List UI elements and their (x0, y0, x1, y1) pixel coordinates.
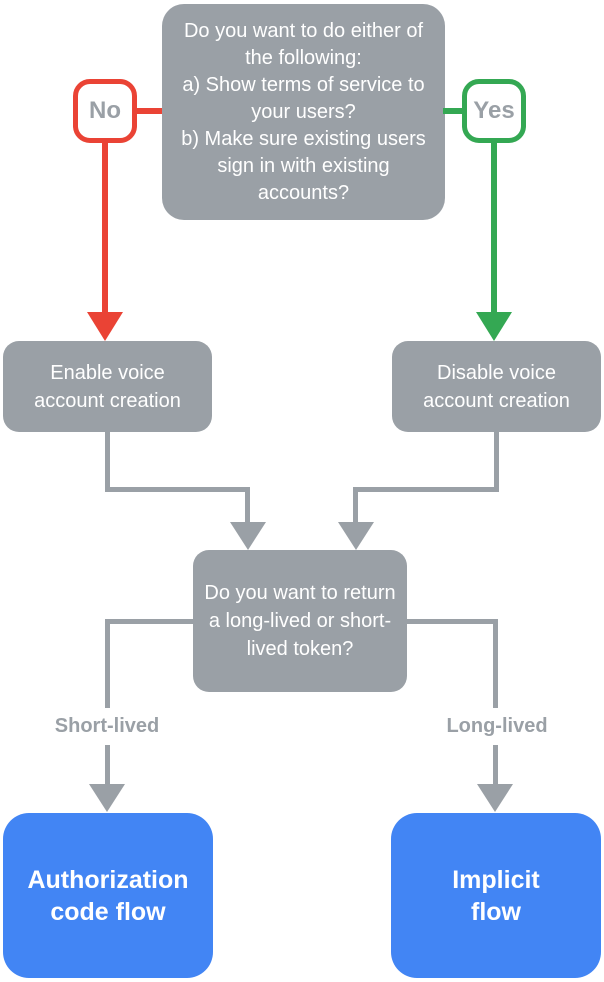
no-branch-horizontal-line (137, 108, 162, 114)
node-enable-voice-account-creation: Enable voice account creation (3, 341, 212, 432)
root-question-option-a: a) Show terms of service to your users? (182, 73, 425, 123)
short-lived-arrowhead (89, 784, 125, 812)
long-lived-horizontal-line (407, 619, 495, 624)
short-lived-vertical-line (105, 619, 110, 784)
root-question-option-b: b) Make sure existing users sign in with… (181, 127, 426, 204)
node-root-question: Do you want to do either of the followin… (162, 4, 445, 220)
auth-code-line-1: Authorization (27, 865, 189, 894)
yes-branch-horizontal-line (443, 108, 468, 114)
yes-badge: Yes (462, 79, 526, 143)
long-lived-vertical-line (493, 619, 498, 784)
enable-in-vertical-line (245, 487, 250, 524)
implicit-line-2: flow (471, 897, 521, 926)
enable-node-label: Enable voice account creation (34, 361, 181, 412)
root-question-intro: Do you want to do either of the followin… (183, 19, 424, 69)
yes-branch-arrowhead (476, 312, 512, 341)
enable-path-arrowhead (230, 522, 266, 550)
node-authorization-code-flow: Authorization code flow (3, 813, 213, 978)
token-question-label: Do you want to return a long-lived or sh… (204, 582, 396, 660)
node-implicit-flow: Implicit flow (391, 813, 601, 978)
short-lived-label-text: Short-lived (54, 715, 160, 737)
disable-in-vertical-line (353, 487, 358, 524)
no-branch-arrowhead (87, 312, 123, 341)
disable-node-label: Disable voice account creation (423, 361, 570, 412)
short-lived-label: Short-lived (22, 708, 192, 745)
no-badge: No (73, 79, 137, 143)
yes-branch-vertical-line (491, 143, 497, 312)
long-lived-label: Long-lived (412, 708, 582, 745)
node-disable-voice-account-creation: Disable voice account creation (392, 341, 601, 432)
disable-out-horizontal-line (353, 487, 499, 492)
long-lived-arrowhead (477, 784, 513, 812)
yes-badge-label: Yes (473, 97, 515, 124)
enable-out-vertical-line (105, 432, 110, 492)
auth-code-line-2: code flow (50, 897, 166, 926)
disable-out-vertical-line (494, 432, 499, 492)
node-token-question: Do you want to return a long-lived or sh… (193, 550, 407, 692)
short-lived-horizontal-line (105, 619, 193, 624)
no-branch-vertical-line (102, 143, 108, 312)
long-lived-label-text: Long-lived (446, 715, 548, 737)
enable-out-horizontal-line (105, 487, 250, 492)
no-badge-label: No (89, 97, 121, 124)
implicit-line-1: Implicit (452, 865, 540, 894)
disable-path-arrowhead (338, 522, 374, 550)
